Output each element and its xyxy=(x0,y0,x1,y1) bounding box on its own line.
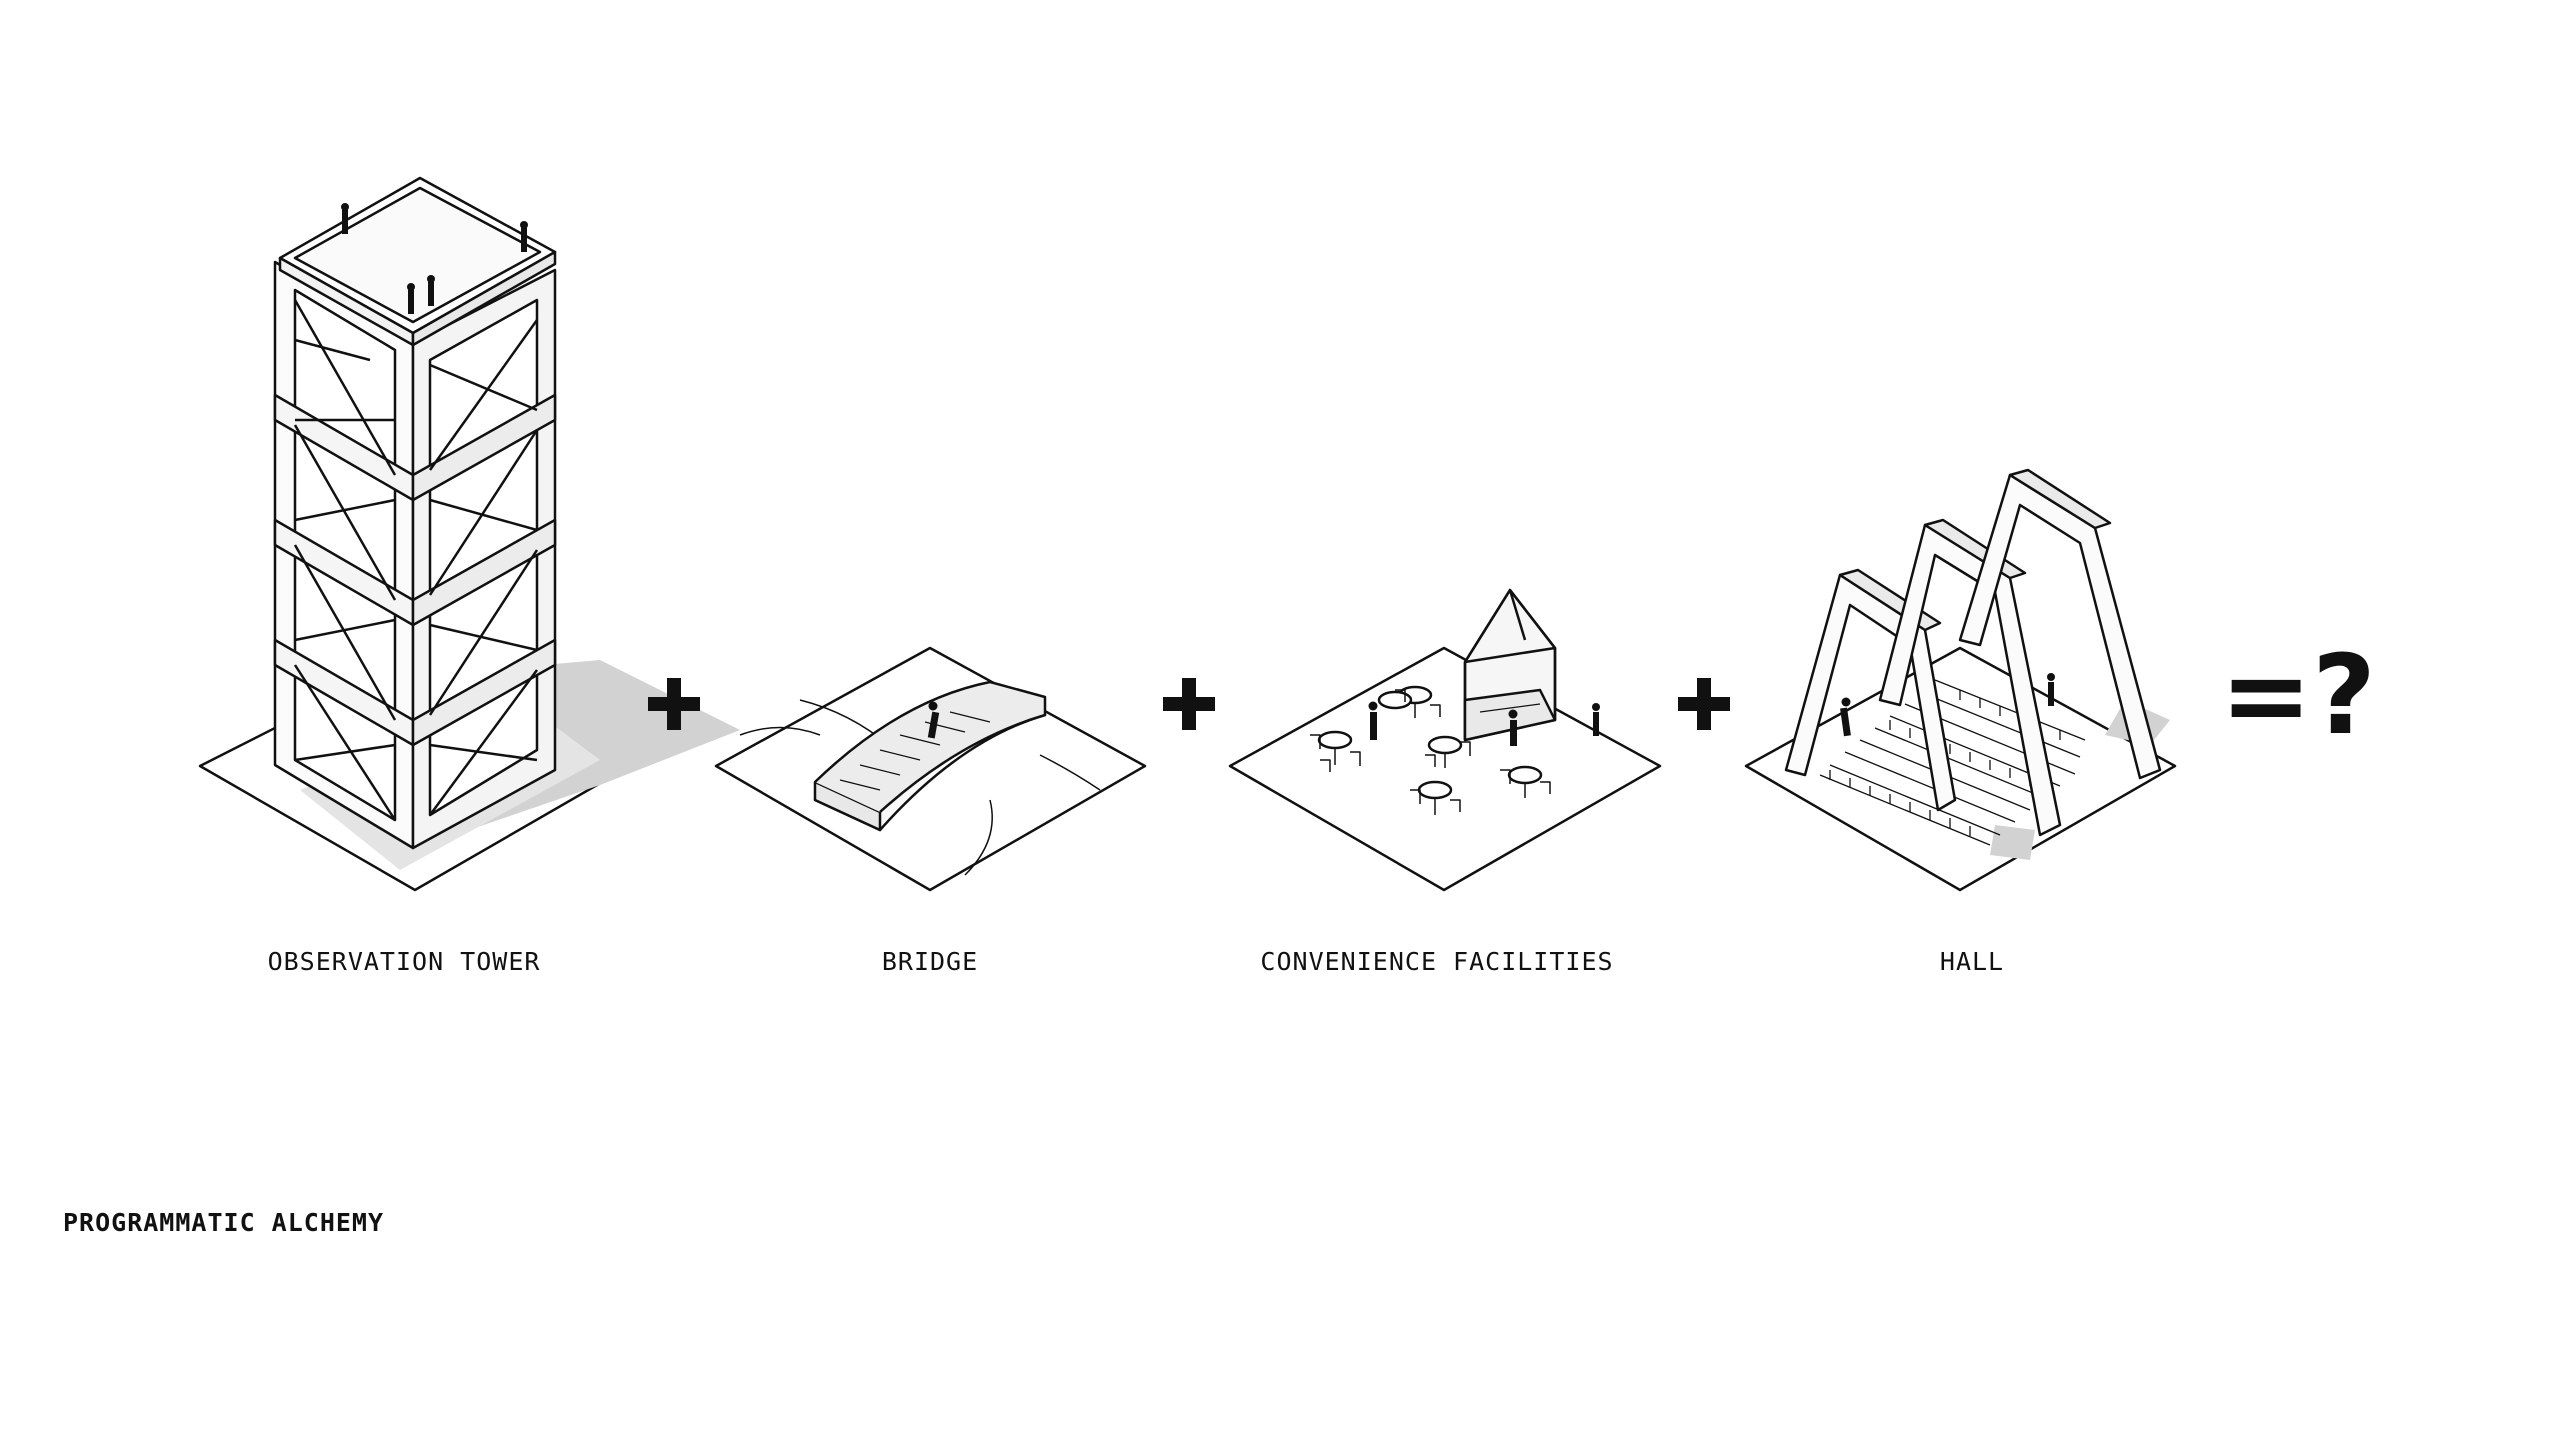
plus-operators xyxy=(648,678,1730,730)
bridge-illustration xyxy=(714,646,1147,892)
facilities-people-silhouettes xyxy=(1368,701,1600,746)
diagram-title: PROGRAMMATIC ALCHEMY xyxy=(63,1208,385,1237)
caption-observation-tower: OBSERVATION TOWER xyxy=(267,947,541,976)
tower-people-silhouettes xyxy=(341,203,528,314)
observation-tower-illustration xyxy=(198,176,740,892)
bridge-person-silhouette xyxy=(927,701,940,739)
plus-icon xyxy=(1678,678,1730,730)
plus-icon xyxy=(648,678,700,730)
caption-hall: HALL xyxy=(1939,947,2005,976)
result-equals-question: =? xyxy=(2220,631,2376,759)
caption-convenience-facilities: CONVENIENCE FACILITIES xyxy=(1260,947,1614,976)
hall-illustration xyxy=(1744,468,2177,892)
convenience-facilities-illustration xyxy=(1228,588,1662,892)
hall-people-silhouettes xyxy=(1840,673,2055,737)
plus-icon xyxy=(1163,678,1215,730)
caption-bridge: BRIDGE xyxy=(881,947,979,976)
